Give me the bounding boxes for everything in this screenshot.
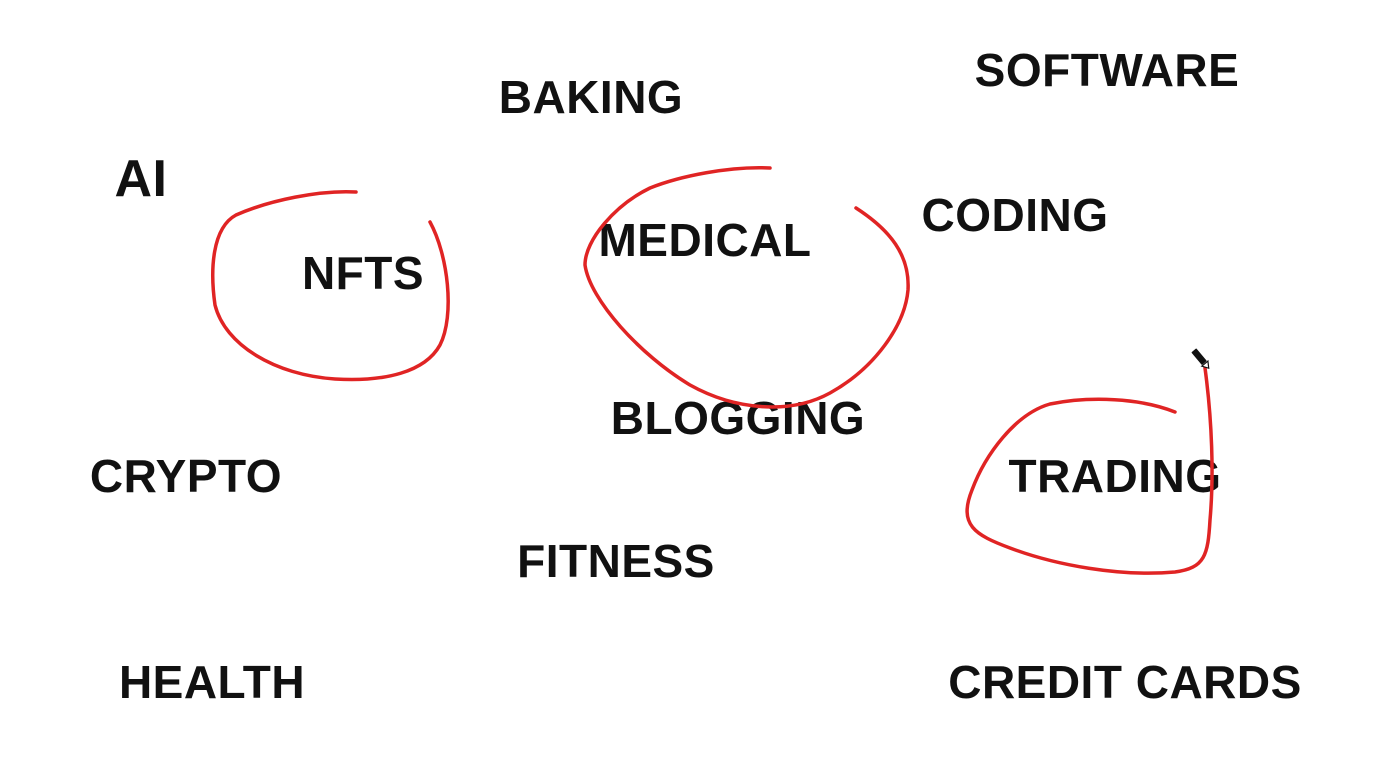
- word-ai: AI: [114, 150, 168, 208]
- word-baking: BAKING: [498, 71, 684, 123]
- word-nfts: NFTS: [301, 247, 425, 299]
- word-health: HEALTH: [118, 656, 306, 708]
- word-credit-cards: CREDIT CARDS: [948, 656, 1302, 708]
- ink-circle-medical: [583, 165, 910, 409]
- pen-cursor-icon: [1190, 347, 1210, 370]
- word-trading: TRADING: [1008, 450, 1222, 502]
- word-crypto: CRYPTO: [89, 450, 283, 502]
- word-blogging: BLOGGING: [610, 392, 866, 444]
- word-medical: MEDICAL: [598, 214, 812, 266]
- word-software: SOFTWARE: [974, 44, 1240, 96]
- word-fitness: FITNESS: [517, 535, 715, 587]
- word-coding: CODING: [921, 189, 1109, 241]
